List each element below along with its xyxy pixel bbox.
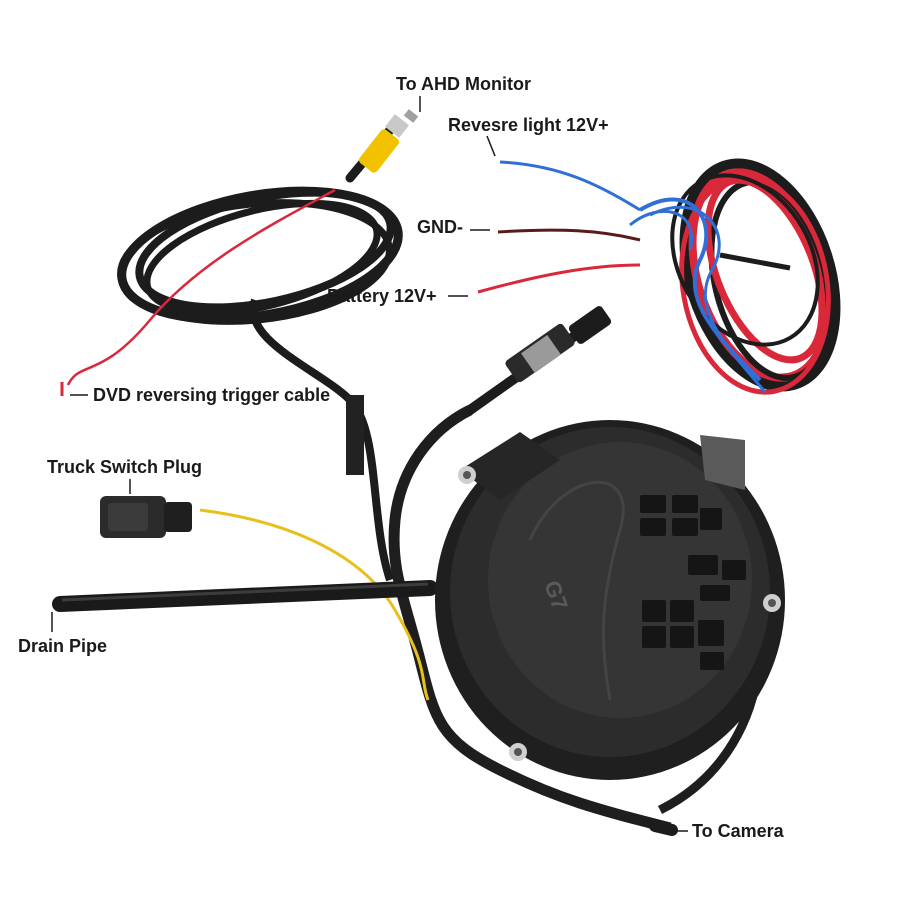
camera-module bbox=[435, 420, 785, 780]
power-cable-coil bbox=[629, 158, 841, 395]
drain-pipe bbox=[52, 580, 438, 612]
label-reverse-light: Revesre light 12V+ bbox=[448, 115, 609, 135]
camera-connector bbox=[649, 820, 678, 836]
label-battery: Battery 12V+ bbox=[327, 286, 437, 306]
truck-switch-plug bbox=[100, 496, 192, 538]
reverse-light-wire bbox=[499, 160, 641, 212]
battery-wire bbox=[477, 263, 641, 294]
label-dvd-trigger: DVD reversing trigger cable bbox=[93, 385, 331, 405]
label-truck-switch-plug: Truck Switch Plug bbox=[47, 457, 203, 477]
gnd-wire bbox=[497, 228, 641, 242]
label-to-camera: To Camera bbox=[692, 821, 784, 841]
main-cable bbox=[249, 298, 394, 582]
inline-connector bbox=[346, 395, 364, 475]
label-to-ahd-monitor: To AHD Monitor bbox=[396, 74, 531, 94]
aviation-connector bbox=[465, 306, 612, 415]
leader-lines bbox=[51, 96, 688, 832]
video-cable-coil bbox=[66, 186, 403, 386]
label-gnd: GND- bbox=[417, 217, 463, 237]
rca-connector bbox=[345, 109, 419, 183]
label-drain-pipe: Drain Pipe bbox=[18, 636, 108, 656]
